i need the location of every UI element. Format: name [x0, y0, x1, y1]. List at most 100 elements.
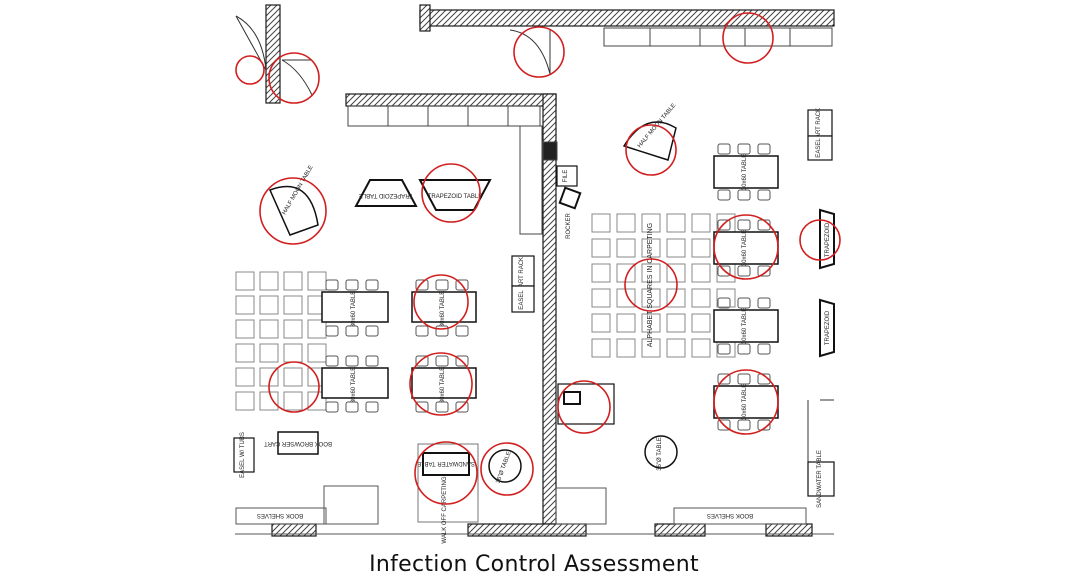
table-3060-left-4: 30x60 TABLE [411, 367, 477, 403]
cubbies-left [235, 485, 379, 525]
art-rack-label: ART RACK [816, 108, 822, 138]
assessment-marker-icon [421, 163, 481, 223]
carpet-square [591, 238, 611, 258]
chair-icon [757, 343, 771, 355]
chair-icon [757, 143, 771, 155]
rocker-label: ROCKER [566, 212, 572, 238]
walkoff-carpeting: WALK OFF CARPETING [417, 443, 479, 544]
assessment-marker-icon [235, 55, 265, 85]
assessment-marker-icon [259, 177, 327, 245]
carpet-square [616, 213, 636, 233]
assessment-marker-icon [625, 124, 677, 176]
assessment-marker-icon [557, 380, 611, 434]
carpet-square [259, 295, 279, 315]
carpet-square [716, 288, 736, 308]
carpet-square [259, 391, 279, 411]
walkoff-label: WALK OFF CARPETING [442, 476, 448, 543]
carpet-square [283, 367, 303, 387]
easel-mid: EASEL [511, 285, 535, 313]
chair-icon [365, 325, 379, 337]
carpet-square [283, 343, 303, 363]
alphabet-squares-label: ALPHABET SQUARES IN CARPETING [647, 223, 654, 347]
chair-icon [737, 143, 751, 155]
easel-label: EASEL [816, 138, 822, 158]
carpet-square [591, 263, 611, 283]
chair-icon [737, 297, 751, 309]
carpet-square [616, 238, 636, 258]
chair-icon [717, 343, 731, 355]
chair-icon [717, 143, 731, 155]
carpet-square [691, 338, 711, 358]
trapezoid-label: TRAPEZOID TABLE [359, 192, 413, 198]
chair-icon [415, 325, 429, 337]
trapezoid-table-1: TRAPEZOID TABLE [354, 179, 418, 207]
chair-icon [757, 419, 771, 431]
chair-icon [325, 279, 339, 291]
carpet-square [666, 238, 686, 258]
carpet-square [591, 313, 611, 333]
carpet-square [307, 271, 327, 291]
carpet-square [691, 238, 711, 258]
table-label: 30x60 TABLE [742, 384, 748, 420]
trapezoid-table-right-2: TRAPEZOID [819, 298, 835, 358]
trapezoid-label: TRAPEZOID [825, 222, 831, 257]
carpet-square [259, 319, 279, 339]
assessment-marker-icon [713, 214, 779, 280]
chair-icon [435, 355, 449, 367]
table-3060-left-2: 30x60 TABLE [411, 291, 477, 327]
half-moon-table-left: HALF MOON TABLE [268, 165, 319, 236]
assessment-marker-icon [268, 361, 320, 413]
carpet-square [235, 367, 255, 387]
file-cabinet: FILE [556, 165, 578, 187]
carpet-square [666, 263, 686, 283]
chair-icon [737, 265, 751, 277]
carpet-square [235, 343, 255, 363]
carpet-square [235, 391, 255, 411]
chair-icon [435, 401, 449, 413]
assessment-marker-icon [624, 258, 678, 312]
book-browser-label: BOOK BROWSER CART [264, 440, 332, 446]
chair-icon [455, 325, 469, 337]
table-label: 30x60 TABLE [742, 154, 748, 190]
chair-icon [737, 219, 751, 231]
book-browser-cart: BOOK BROWSER CART [264, 431, 332, 455]
carpet-square [235, 271, 255, 291]
carpet-square [259, 271, 279, 291]
chair-icon [757, 373, 771, 385]
book-shelves-right-label: BOOK SHELVES [707, 512, 753, 518]
trapezoid-label: TRAPEZOID [825, 310, 831, 345]
figure-caption: Infection Control Assessment [369, 552, 699, 577]
carpet-square [691, 288, 711, 308]
carpet-square [591, 213, 611, 233]
assessment-marker-icon [414, 441, 478, 505]
chair-icon [345, 279, 359, 291]
carpet-square [641, 213, 661, 233]
carpet-square [641, 338, 661, 358]
carpet-square [235, 295, 255, 315]
rocker: ROCKER [558, 186, 582, 239]
carpet-square [235, 319, 255, 339]
walls [235, 4, 835, 537]
carpet-square [616, 313, 636, 333]
table-label: 30x60 TABLE [440, 291, 446, 327]
assessment-marker-icon [513, 26, 565, 78]
easel-with-tubs: EASEL W/ TUBS [233, 432, 255, 478]
carpet-square [641, 238, 661, 258]
carpet-square [666, 338, 686, 358]
carpet-square [616, 263, 636, 283]
chair-icon [737, 419, 751, 431]
chair-icon [365, 355, 379, 367]
chair-icon [415, 355, 429, 367]
assessment-marker-icon [713, 369, 779, 435]
carpet-square [283, 391, 303, 411]
table-3060-right-4: 30x60 TABLE [713, 384, 779, 420]
chair-icon [345, 355, 359, 367]
chair-icon [325, 401, 339, 413]
carpet-square [283, 295, 303, 315]
carpet-square [666, 313, 686, 333]
carpet-square [283, 271, 303, 291]
table-3060-left-3: 30x60 TABLE [321, 367, 389, 403]
table-label: 30x60 TABLE [351, 291, 357, 327]
chair-icon [345, 401, 359, 413]
table-3060-right-3: 30x60 TABLE [713, 308, 779, 344]
